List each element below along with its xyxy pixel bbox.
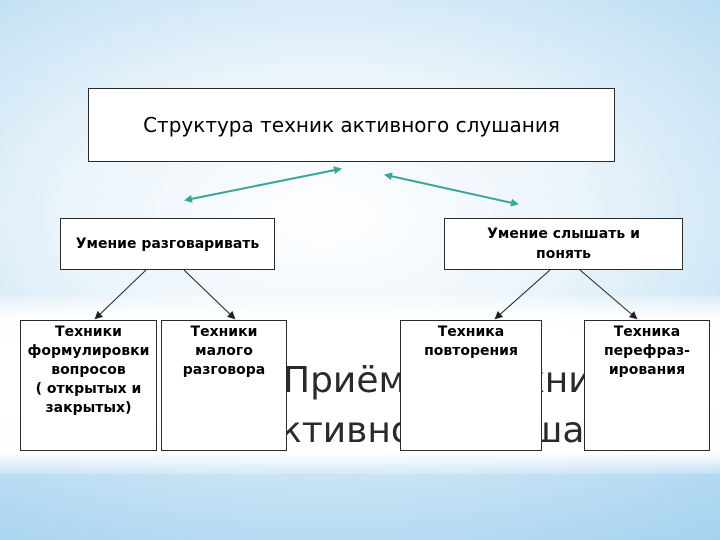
arrow-left-leaf-b	[183, 269, 236, 320]
arrow-root-right	[384, 172, 519, 207]
leaf-node-question-techniques: Техники формулировки вопросов ( открытых…	[20, 320, 157, 451]
leaf-node-label: Техники формулировки вопросов ( открытых…	[27, 324, 150, 416]
leaf-node-paraphrasing: Техника перефраз- ирования	[584, 320, 710, 451]
branch-node-listening: Умение слышать и понять	[444, 218, 683, 270]
branch-node-speaking-label: Умение разговаривать	[75, 236, 260, 252]
branch-node-listening-label: Умение слышать и понять	[487, 226, 640, 262]
branch-node-speaking: Умение разговаривать	[60, 218, 275, 270]
leaf-node-small-talk: Техники малого разговора	[161, 320, 287, 451]
root-node: Структура техник активного слушания	[88, 88, 615, 162]
arrow-left-leaf-a	[94, 269, 147, 320]
root-node-label: Структура техник активного слушания	[143, 113, 560, 137]
arrow-root-left	[184, 166, 342, 203]
arrow-right-leaf-c	[494, 269, 551, 320]
leaf-node-label: Техника повторения	[424, 324, 518, 359]
leaf-node-label: Техники малого разговора	[182, 324, 266, 378]
leaf-node-label: Техника перефраз- ирования	[604, 324, 690, 378]
leaf-node-repetition: Техника повторения	[400, 320, 542, 451]
arrow-right-leaf-d	[579, 269, 638, 320]
